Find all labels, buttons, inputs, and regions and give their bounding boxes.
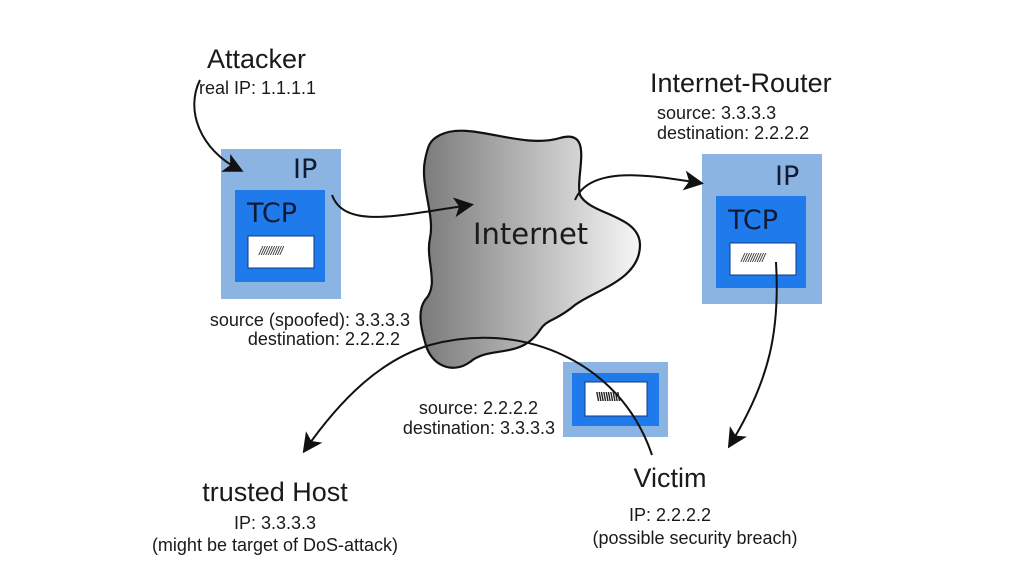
router-payload xyxy=(729,242,797,276)
attacker-destination: destination: 2.2.2.2 xyxy=(247,329,400,349)
attacker-payload xyxy=(247,235,315,269)
router-destination: destination: 2.2.2.2 xyxy=(657,123,810,143)
router-source: source: 3.3.3.3 xyxy=(657,103,777,123)
victim-note: (possible security breach) xyxy=(592,528,798,548)
attacker-packet xyxy=(221,149,341,299)
router-tcp-label: TCP xyxy=(728,205,779,236)
arrow-router-to-victim xyxy=(727,261,778,449)
reply-destination: destination: 3.3.3.3 xyxy=(402,418,555,438)
attacker-real-ip: real IP: 1.1.1.1 xyxy=(199,78,317,98)
trusted-host-note: (might be target of DoS-attack) xyxy=(151,535,399,555)
reply-packet xyxy=(563,362,668,437)
victim-title: Victim xyxy=(633,463,707,493)
router-payload-text: ////////// xyxy=(741,251,765,265)
trusted-host-ip: IP: 3.3.3.3 xyxy=(233,513,317,533)
trusted-host-title: trusted Host xyxy=(202,477,348,507)
attacker-ip-label: IP xyxy=(293,154,318,185)
attacker-tcp-label: TCP xyxy=(247,198,298,229)
arrow-victim-to-trusted-host xyxy=(302,336,653,456)
victim-ip: IP: 2.2.2.2 xyxy=(628,505,712,525)
attacker-source: source (spoofed): 3.3.3.3 xyxy=(209,310,410,330)
reply-source: source: 2.2.2.2 xyxy=(418,398,538,418)
internet-cloud xyxy=(419,129,642,369)
arrow-attacker-to-packet xyxy=(193,79,244,172)
router-title: Internet-Router xyxy=(650,68,832,98)
attacker-title: Attacker xyxy=(207,44,307,74)
reply-payload xyxy=(584,381,648,417)
arrow-packet-to-internet xyxy=(331,194,474,218)
attacker-payload-text: ////////// xyxy=(259,244,283,258)
arrow-internet-to-router xyxy=(574,170,704,201)
reply-payload-text: \\\\\\\\\\ xyxy=(596,390,620,404)
internet-label: Internet xyxy=(473,217,589,251)
router-packet xyxy=(702,154,822,304)
router-ip-label: IP xyxy=(775,161,800,192)
